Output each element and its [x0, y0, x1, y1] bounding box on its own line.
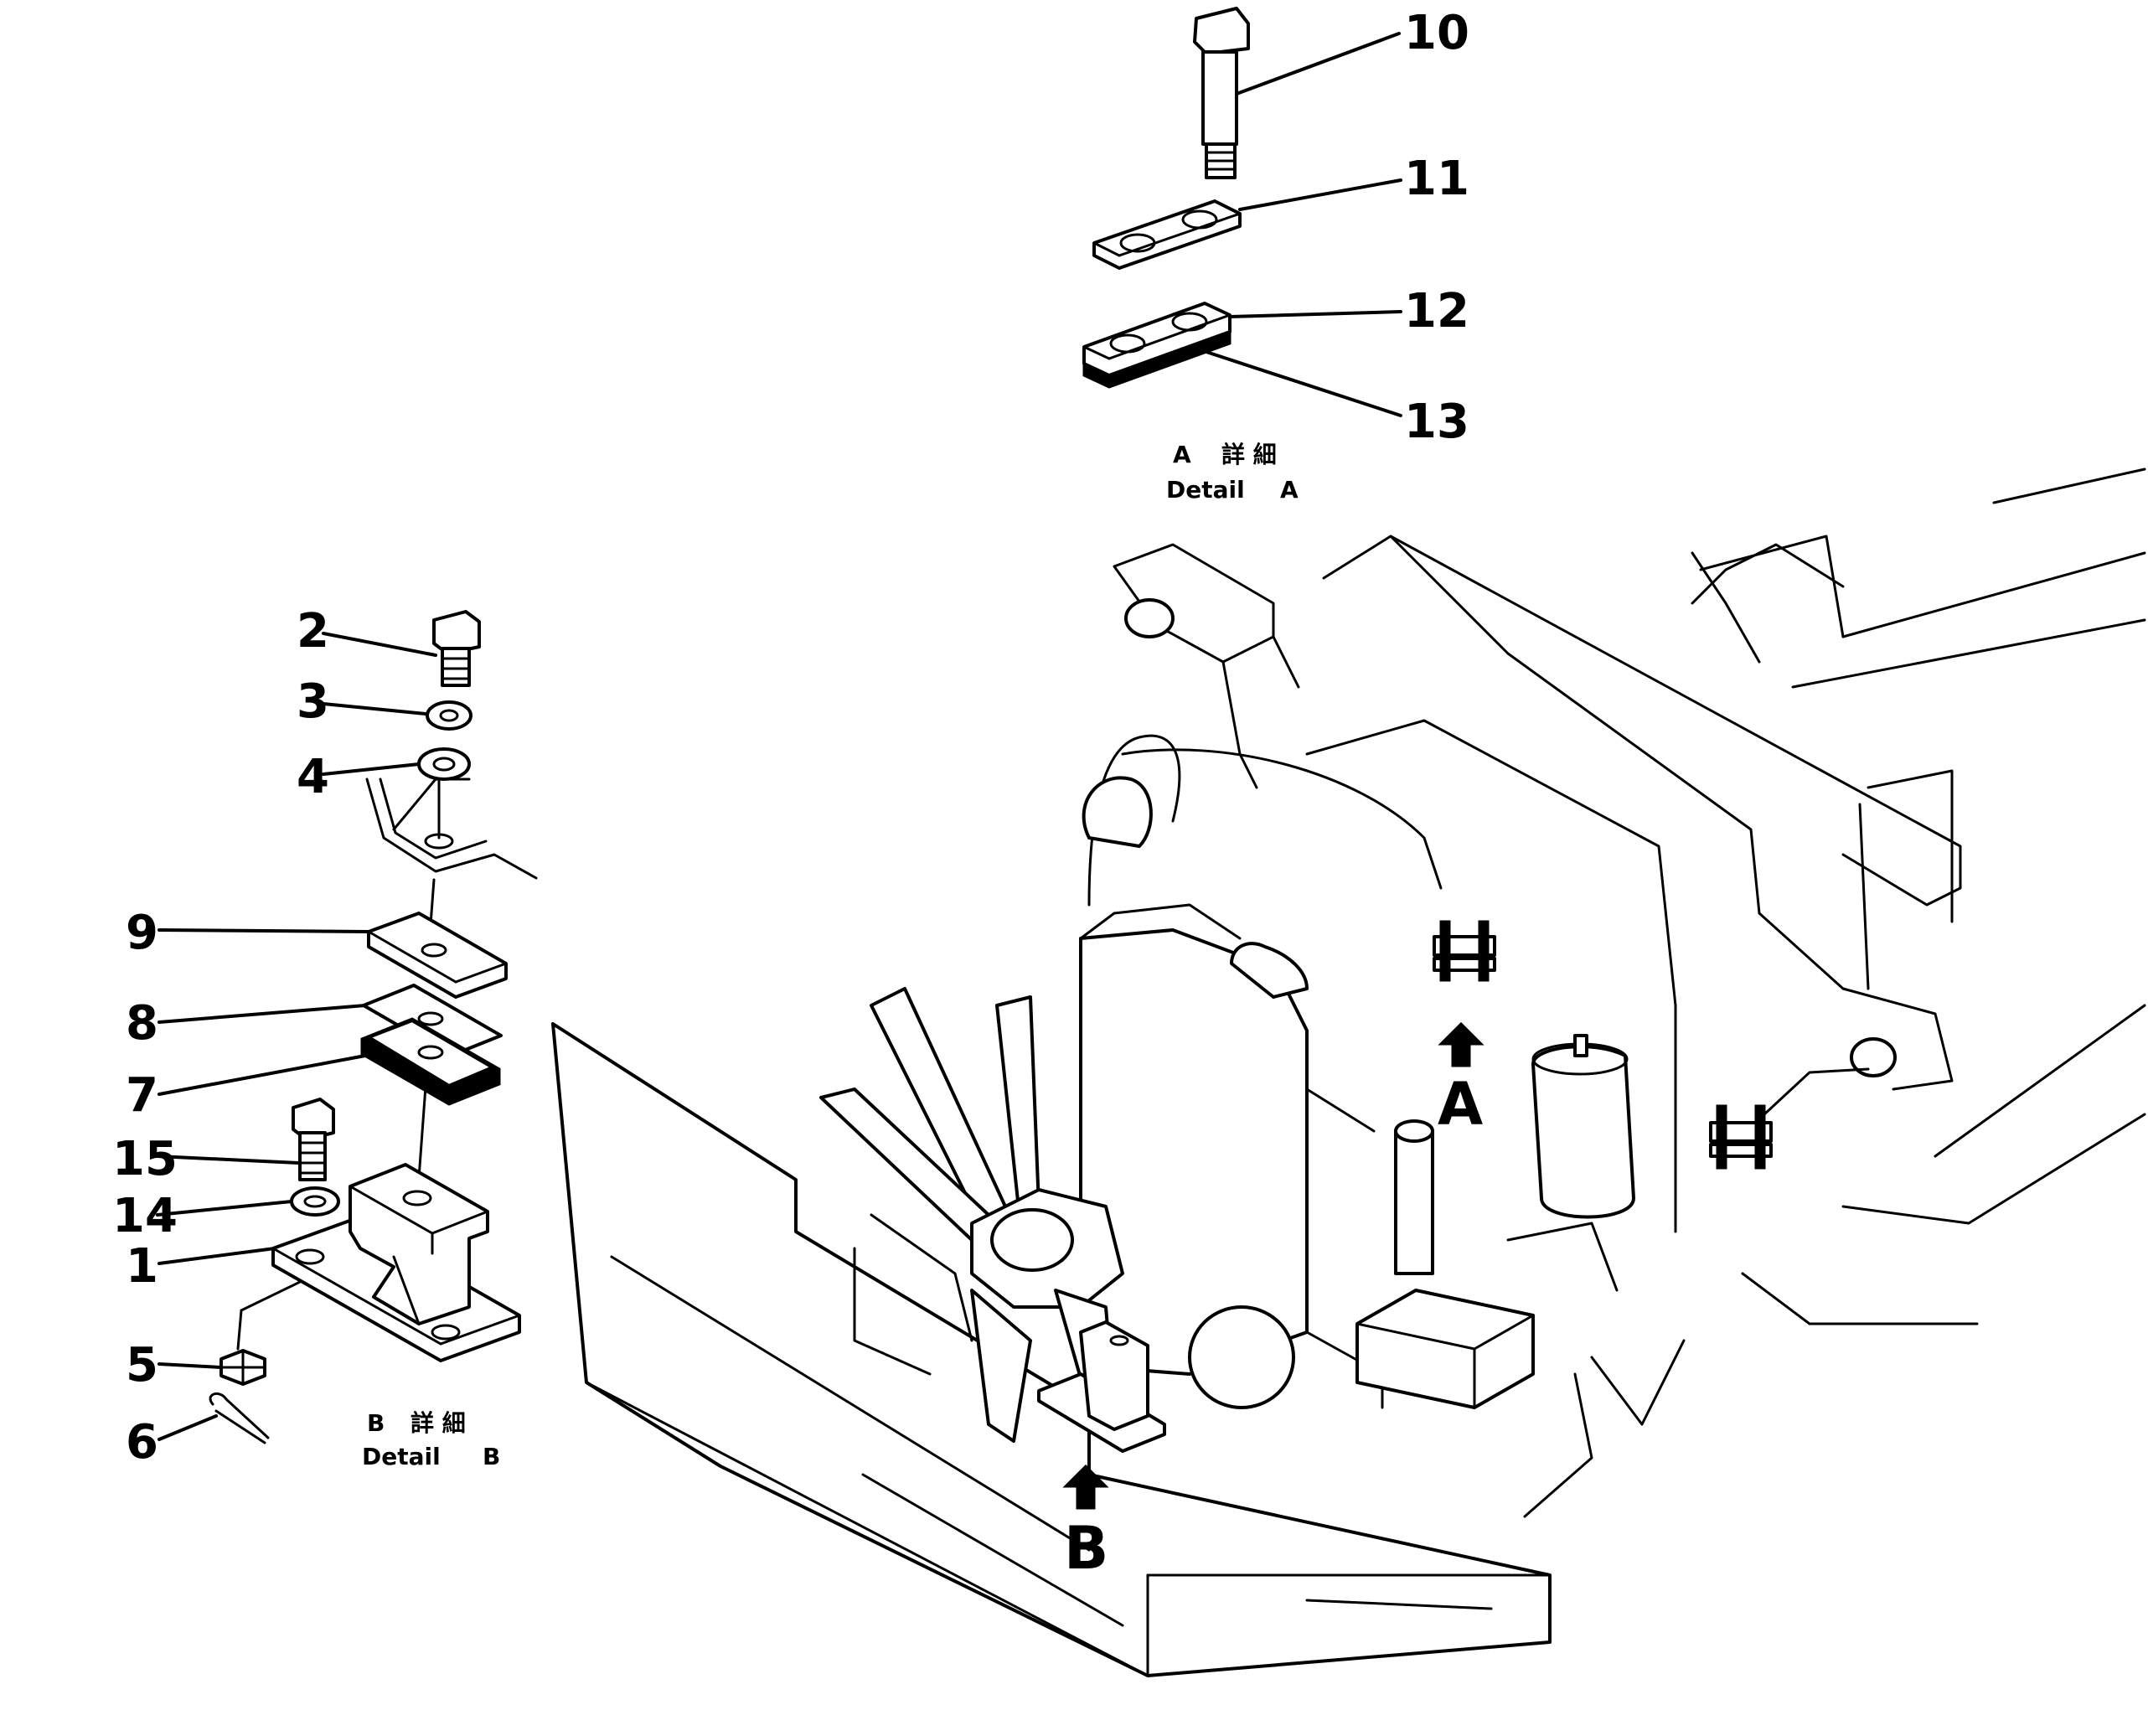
part-15-bolt — [292, 1098, 335, 1181]
callout-9: 9 — [126, 906, 158, 960]
part-3-washer — [426, 700, 472, 731]
detail-b-jp-letter: B — [367, 1409, 385, 1437]
mount-a-installed-2 — [1709, 1067, 1870, 1170]
view-arrow-b: B — [1062, 1464, 1109, 1583]
part-12-13-shims — [1082, 302, 1231, 389]
leader-4 — [322, 762, 421, 776]
main-frame-beams — [1113, 468, 2146, 1518]
callout-6: 6 — [126, 1415, 158, 1470]
leader-14 — [156, 1200, 293, 1217]
detail-b-jp-word: 詳 細 — [410, 1409, 466, 1437]
callout-3: 3 — [297, 674, 329, 729]
leader-1 — [157, 1247, 276, 1265]
machine-frame-assembly: A B — [551, 468, 2146, 1677]
front-weight-block — [551, 1022, 1552, 1677]
detail-a-en-letter: A — [1280, 476, 1299, 504]
leader-8 — [157, 1004, 367, 1024]
leader-11 — [1238, 178, 1402, 211]
leader-3 — [322, 702, 427, 716]
part-8-7-shims — [360, 984, 503, 1106]
leader-7 — [157, 1054, 367, 1096]
detail-b-en-letter: B — [483, 1443, 500, 1470]
detail-a-jp-letter: A — [1173, 441, 1191, 468]
leader-9 — [157, 928, 370, 933]
callout-8: 8 — [126, 996, 158, 1051]
callout-10: 10 — [1404, 6, 1469, 60]
pipe — [1394, 1119, 1434, 1275]
engine-leg-section — [365, 778, 538, 880]
leader-2 — [322, 632, 437, 657]
callout-13: 13 — [1404, 395, 1469, 449]
mount-b-installed — [1037, 1320, 1166, 1453]
detail-a-jp-word: 詳 細 — [1221, 441, 1277, 468]
view-arrow-b-label: B — [1064, 1514, 1108, 1583]
part-14-lock-washer — [290, 1186, 340, 1217]
leader-15 — [156, 1155, 300, 1165]
part-1-mount-bracket — [271, 1163, 521, 1362]
leader-5 — [157, 1362, 223, 1369]
callout-4: 4 — [297, 750, 329, 804]
view-arrow-a: A — [1438, 1021, 1484, 1139]
part-9-plate — [367, 912, 508, 999]
callout-15: 15 — [112, 1132, 178, 1186]
callout-2: 2 — [297, 604, 329, 659]
part-5-castle-nut — [219, 1349, 266, 1386]
leader-10 — [1235, 32, 1401, 96]
leader-12 — [1228, 310, 1402, 318]
callout-7: 7 — [126, 1068, 158, 1123]
callout-11: 11 — [1404, 152, 1469, 206]
detail-b-group: 2 3 4 — [112, 604, 538, 1470]
callout-5: 5 — [126, 1338, 158, 1392]
detail-a-group: 10 11 12 13 A 詳 細 Detail A — [1082, 6, 1469, 504]
detail-b-en-word: Detail — [362, 1443, 441, 1470]
callout-12: 12 — [1404, 284, 1469, 338]
engine-fan — [819, 987, 1124, 1443]
callout-1: 1 — [126, 1239, 158, 1294]
leader-13 — [1205, 350, 1402, 417]
engine-block — [1079, 734, 1443, 1409]
leader-6 — [157, 1414, 218, 1441]
view-arrow-a-label: A — [1438, 1070, 1483, 1139]
part-2-bolt — [432, 610, 481, 687]
part-11-plate — [1092, 199, 1242, 270]
part-4-washer — [417, 747, 471, 781]
part-10-long-bolt — [1193, 7, 1250, 179]
mount-a-installed-1 — [1433, 920, 1496, 982]
tank — [1531, 1034, 1635, 1219]
detail-a-en-word: Detail — [1166, 476, 1245, 504]
callout-14: 14 — [112, 1189, 178, 1243]
floor-box — [1355, 1289, 1535, 1409]
part-6-cotter-pin — [209, 1392, 270, 1444]
